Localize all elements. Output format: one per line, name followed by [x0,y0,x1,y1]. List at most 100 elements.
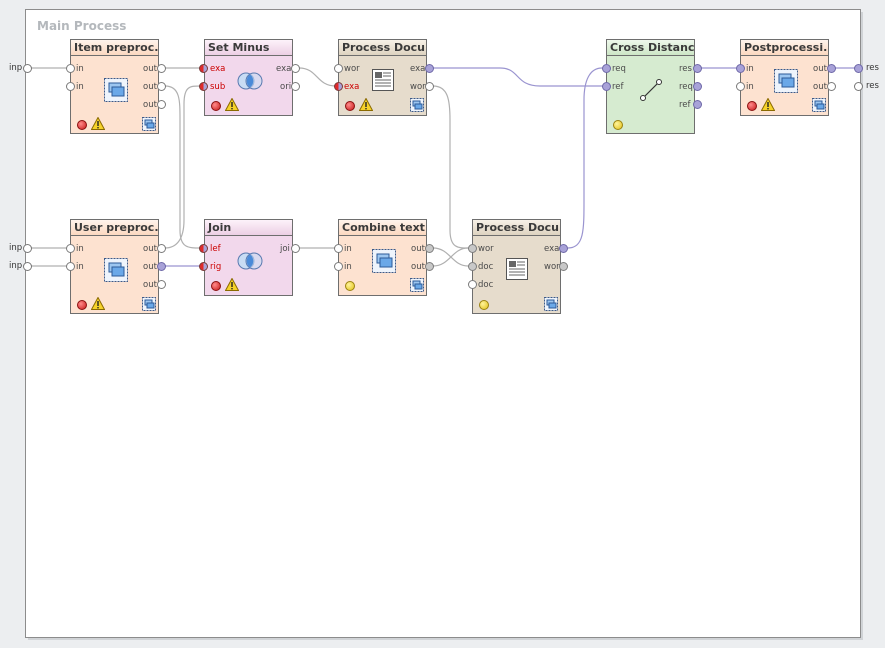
operator-process-documents[interactable]: Process Docu... wor doc doc exa wor [472,219,561,314]
operator-title: Item preproc... [71,40,158,56]
subprocess-icon[interactable] [142,297,156,311]
input-port[interactable] [199,244,208,253]
output-port[interactable] [425,64,434,73]
port-label: ref [679,100,691,110]
venn-icon [237,72,263,90]
warning-icon[interactable] [91,117,105,130]
error-status-icon [77,120,87,130]
input-port[interactable] [468,244,477,253]
warning-icon[interactable] [225,98,239,111]
process-input-port[interactable] [23,64,32,73]
error-status-icon [747,101,757,111]
output-port[interactable] [693,82,702,91]
subprocess-icon[interactable] [410,278,424,292]
output-port[interactable] [425,82,434,91]
port-label: out [411,262,425,272]
ok-status-icon [345,281,355,291]
input-port[interactable] [602,64,611,73]
input-port[interactable] [199,262,208,271]
input-port[interactable] [736,64,745,73]
operator-combine-text[interactable]: Combine text in in out out [338,219,427,296]
subprocess-icon[interactable] [544,297,558,311]
operator-title: Combine text [339,220,426,236]
input-port[interactable] [334,64,343,73]
operator-join[interactable]: Join lef rig joi [204,219,293,296]
input-port[interactable] [736,82,745,91]
output-port[interactable] [827,64,836,73]
input-port[interactable] [334,262,343,271]
input-port[interactable] [334,244,343,253]
input-port[interactable] [199,82,208,91]
output-port[interactable] [425,244,434,253]
operator-cross-distances[interactable]: Cross Distanc... req ref res req ref [606,39,695,134]
process-result-port[interactable] [854,82,863,91]
subprocess-icon [774,69,798,93]
port-label: exa [276,64,292,74]
port-label: in [746,64,754,74]
warning-icon[interactable] [359,98,373,111]
process-input-label: inp [9,261,23,271]
port-label: ori [280,82,292,92]
input-port[interactable] [66,82,75,91]
warning-icon[interactable] [91,297,105,310]
port-label: in [746,82,754,92]
output-port[interactable] [559,262,568,271]
input-port[interactable] [199,64,208,73]
output-port[interactable] [693,100,702,109]
input-port[interactable] [602,82,611,91]
warning-icon[interactable] [225,278,239,291]
output-port[interactable] [157,64,166,73]
port-label: exa [410,64,426,74]
port-label: in [344,244,352,254]
operator-process-documents[interactable]: Process Docu... wor exa exa wor [338,39,427,116]
port-label: in [344,262,352,272]
input-port[interactable] [66,64,75,73]
operator-user-preprocessing[interactable]: User preproc... in in out out out [70,219,159,314]
port-label: doc [478,262,494,272]
error-status-icon [211,281,221,291]
output-port[interactable] [291,244,300,253]
output-port[interactable] [157,100,166,109]
input-port[interactable] [468,262,477,271]
ok-status-icon [613,120,623,130]
process-input-port[interactable] [23,262,32,271]
port-label: doc [478,280,494,290]
input-port[interactable] [66,262,75,271]
process-input-label: inp [9,63,23,73]
operator-set-minus[interactable]: Set Minus exa sub exa ori [204,39,293,116]
output-port[interactable] [291,82,300,91]
subprocess-icon[interactable] [812,98,826,112]
output-port[interactable] [157,244,166,253]
output-port[interactable] [157,262,166,271]
output-port[interactable] [827,82,836,91]
output-port[interactable] [157,82,166,91]
port-label: exa [544,244,560,254]
operator-title: Set Minus [205,40,292,56]
error-status-icon [345,101,355,111]
canvas-shadow [859,12,863,640]
input-port[interactable] [468,280,477,289]
input-port[interactable] [66,244,75,253]
subprocess-icon [372,249,396,273]
operator-item-preprocessing[interactable]: Item preproc... in in out out out [70,39,159,134]
output-port[interactable] [425,262,434,271]
operator-title: Cross Distanc... [607,40,694,56]
operator-title: Postprocessi... [741,40,828,56]
subprocess-icon[interactable] [142,117,156,131]
process-result-label: res [866,81,879,91]
input-port[interactable] [334,82,343,91]
operator-postprocessing[interactable]: Postprocessi... in in out out [740,39,829,116]
port-label: lef [210,244,221,254]
warning-icon[interactable] [761,98,775,111]
output-port[interactable] [157,280,166,289]
process-result-port[interactable] [854,64,863,73]
subprocess-icon[interactable] [410,98,424,112]
output-port[interactable] [559,244,568,253]
output-port[interactable] [693,64,702,73]
port-label: in [76,262,84,272]
output-port[interactable] [291,64,300,73]
port-label: wor [410,82,426,92]
operator-title: Join [205,220,292,236]
process-input-port[interactable] [23,244,32,253]
port-label: out [143,100,157,110]
